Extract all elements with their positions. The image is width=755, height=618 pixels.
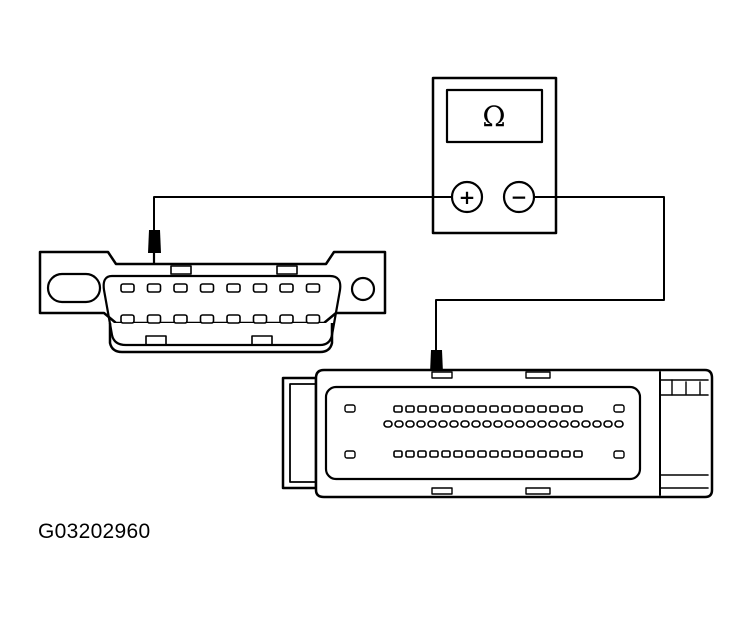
figure-id: G03202960 — [38, 520, 151, 543]
connector-pin — [513, 450, 523, 458]
connector-pin — [465, 450, 475, 458]
connector-pin — [526, 420, 536, 428]
connector-pin — [537, 420, 547, 428]
connector-pin — [493, 420, 503, 428]
connector-pin — [173, 283, 188, 293]
connector-pin — [603, 420, 613, 428]
connector-pin — [504, 420, 514, 428]
connector-pin — [405, 405, 415, 413]
connector-pin — [199, 314, 215, 324]
connector-pin — [438, 420, 448, 428]
connector-pin — [146, 283, 162, 293]
connector-pin — [405, 450, 415, 458]
connector-pin — [393, 405, 403, 413]
connector-pin — [416, 420, 426, 428]
test-leads — [153, 196, 665, 351]
connector-pin — [549, 450, 559, 458]
connector-pin — [441, 405, 451, 413]
connector-pin — [513, 405, 523, 413]
connector-pin — [305, 314, 321, 324]
negative-terminal-label: − — [511, 185, 528, 209]
connector-pin — [465, 405, 475, 413]
connector-pin — [614, 420, 624, 428]
connector-pin — [489, 450, 499, 458]
connector-pin — [548, 420, 558, 428]
connector-pin — [393, 450, 403, 458]
connector-pin — [453, 405, 463, 413]
connector-pin — [525, 405, 535, 413]
connector-pin — [592, 420, 602, 428]
connector-pin — [525, 450, 535, 458]
connector-pin — [252, 314, 268, 324]
connector-pin — [489, 405, 499, 413]
module-connector-icon — [281, 368, 714, 499]
connector-pin — [573, 450, 583, 458]
connector-pin — [226, 283, 241, 293]
connector-pin — [199, 283, 215, 293]
connector-pin — [515, 420, 525, 428]
connector-pin — [477, 405, 487, 413]
connector-pin — [549, 405, 559, 413]
connector-pin — [501, 450, 511, 458]
connector-pin — [482, 420, 492, 428]
connector-pin — [405, 420, 415, 428]
connector-pin — [417, 450, 427, 458]
ohmmeter-icon: Ω + − — [431, 76, 558, 235]
connector-pin — [417, 405, 427, 413]
connector-pin — [471, 420, 481, 428]
connector-pin — [383, 420, 393, 428]
connector-pin — [573, 405, 583, 413]
connector-pin — [570, 420, 580, 428]
connector-pin — [173, 314, 188, 324]
connector-pin — [537, 405, 547, 413]
ohm-symbol: Ω — [482, 100, 505, 133]
positive-terminal-label: + — [459, 185, 476, 209]
connector-pin — [453, 450, 463, 458]
connector-pin — [460, 420, 470, 428]
connector-pin — [394, 420, 404, 428]
connector-pin — [449, 420, 459, 428]
connector-pin — [146, 314, 162, 324]
connector-pin — [252, 283, 268, 293]
connector-pin — [120, 314, 135, 324]
connector-pin — [561, 450, 571, 458]
connector-pin — [427, 420, 437, 428]
connector-pin — [226, 314, 241, 324]
connector-pin — [501, 405, 511, 413]
connector-pin — [429, 405, 439, 413]
connector-pin — [581, 420, 591, 428]
connector-pin — [279, 314, 294, 324]
connector-pin — [429, 450, 439, 458]
connector-pin — [561, 405, 571, 413]
dlc-connector-icon — [38, 250, 387, 354]
connector-pin — [441, 450, 451, 458]
connector-pin — [120, 283, 135, 293]
connector-pin — [305, 283, 321, 293]
connector-pin — [279, 283, 294, 293]
connector-pin — [559, 420, 569, 428]
connector-pin — [537, 450, 547, 458]
connector-pin — [477, 450, 487, 458]
